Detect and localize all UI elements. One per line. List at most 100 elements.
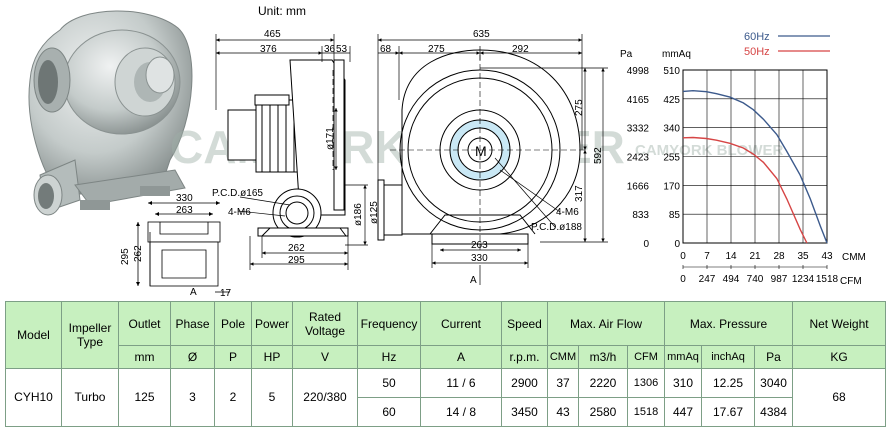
cell-speed: 3450: [501, 396, 548, 428]
cell-impeller: Turbo: [61, 367, 119, 428]
unit-power: HP: [251, 345, 293, 369]
dim-side-275: 275: [428, 44, 445, 55]
dim-foot-A: A: [190, 287, 197, 298]
chart-x-bottom-tick: 0: [680, 274, 686, 285]
chart-x-bottom-tick: 247: [699, 274, 716, 285]
unit-m3h: m3/h: [578, 345, 628, 369]
chart-y-left-tick: 833: [632, 210, 649, 221]
header-outlet: Outlet: [118, 300, 171, 347]
unit-voltage: V: [292, 345, 358, 369]
dim-376: 376: [260, 44, 277, 55]
dim-pcd188: P.C.D.ø188: [531, 222, 582, 233]
chart-x-bottom-tick: 987: [771, 274, 788, 285]
dim-263: 263: [471, 240, 488, 251]
unit-current: A: [420, 345, 502, 369]
dim-262: 262: [288, 243, 305, 254]
dim-front-4m6: 4-M6: [228, 207, 251, 218]
chart-y-left-tick: 1666: [627, 181, 650, 192]
dim-171: ø171: [325, 127, 336, 150]
dim-side-r275: 275: [574, 99, 585, 116]
dim-36: 36: [324, 44, 336, 55]
cell-inchaq: 12.25: [701, 367, 756, 398]
chart-y-right-tick: 170: [663, 181, 680, 192]
dim-side-330: 330: [471, 253, 488, 264]
units-row: mm Ø P HP V Hz A r.p.m. CMM m3/h CFM mmA…: [6, 345, 887, 369]
legend-50hz: 50Hz: [744, 46, 770, 58]
unit-inchaq: inchAq: [701, 345, 756, 369]
chart-y-right-tick: 255: [663, 153, 680, 164]
unit-mmaq: mmAq: [664, 345, 703, 369]
header-model: Model: [5, 301, 62, 369]
cell-cfm: 1518: [626, 396, 666, 428]
dim-foot-330: 330: [176, 193, 193, 204]
dim-317: 317: [574, 185, 585, 202]
chart-y-left-tick: 4998: [627, 66, 650, 77]
cell-cmm: 37: [547, 367, 579, 398]
dim-295: 295: [288, 255, 305, 266]
cell-frequency: 50: [357, 367, 421, 398]
drawings-area: CAMYORK BLOWER CAMYORK BLOWER Unit: mm: [28, 4, 866, 299]
dim-635: 635: [473, 29, 490, 40]
header-row: Model Impeller Type Outlet Phase Pole Po…: [5, 300, 887, 369]
cell-power: 5: [251, 367, 293, 428]
cell-pole: 2: [214, 367, 252, 428]
front-view-drawing: [227, 59, 349, 238]
unit-cmm: CMM: [547, 345, 579, 369]
chart-x-bottom-tick: 740: [747, 274, 764, 285]
side-view-drawing: M: [377, 49, 585, 250]
dim-foot-263: 263: [176, 205, 193, 216]
dim-68: 68: [380, 44, 392, 55]
cell-cfm: 1306: [626, 367, 666, 398]
cell-inchaq: 17.67: [701, 396, 756, 428]
unit-label: Unit: mm: [258, 4, 306, 18]
unit-pa: Pa: [754, 345, 794, 369]
chart-series: [682, 89, 828, 244]
header-phase: Phase: [170, 300, 215, 347]
cell-phase: 3: [170, 367, 215, 428]
technical-drawings: CAMYORK BLOWER CAMYORK BLOWER Unit: mm: [28, 4, 866, 299]
dim-292: 292: [512, 44, 529, 55]
chart-legend: 60Hz 50Hz: [744, 31, 830, 58]
table-row: 60 14 / 8 3450 43 2580 1518 447 17.67 43…: [6, 396, 886, 428]
chart-y-left-tick: 3332: [627, 124, 650, 135]
dim-foot-295: 295: [120, 248, 131, 265]
cell-pa: 4384: [754, 396, 794, 428]
chart-x-top-tick: 35: [797, 251, 809, 262]
unit-frequency: Hz: [357, 345, 421, 369]
spec-table: Model Impeller Type Outlet Phase Pole Po…: [5, 300, 887, 428]
legend-60hz: 60Hz: [744, 31, 770, 43]
unit-outlet: mm: [118, 345, 171, 369]
series-line-50hz: [682, 136, 808, 244]
header-speed: Speed: [501, 300, 548, 347]
chart-y-left-tick: 2423: [627, 153, 650, 164]
chart-x-top-tick: 14: [725, 251, 737, 262]
blower-photo: [28, 10, 193, 216]
dim-125: ø125: [369, 201, 380, 224]
cell-pa: 3040: [754, 367, 794, 398]
chart-x-top-tick: 28: [773, 251, 785, 262]
cell-model: CYH10: [5, 367, 62, 428]
series-line-60hz: [682, 89, 828, 244]
chart-x-bottom-tick: 1518: [816, 274, 839, 285]
header-airflow: Max. Air Flow: [546, 300, 666, 347]
chart-x-bottom-label: CFM: [840, 276, 862, 287]
chart-x-top-tick: 0: [680, 251, 686, 262]
header-current: Current: [420, 300, 502, 347]
header-weight: Net Weight: [792, 300, 887, 347]
dim-592: 592: [593, 147, 604, 164]
cell-m3h: 2220: [578, 367, 628, 398]
unit-cfm: CFM: [626, 345, 666, 369]
dim-186: ø186: [353, 203, 364, 226]
front-view-dimensions: [215, 34, 382, 270]
header-impeller: Impeller Type: [61, 301, 119, 369]
chart-x-bottom-tick: 1234: [792, 274, 815, 285]
dim-53: 53: [336, 44, 348, 55]
header-power: Power: [251, 300, 293, 347]
chart-y-right-tick: 510: [663, 66, 680, 77]
chart-y-right-tick: 85: [669, 210, 681, 221]
cell-current: 11 / 6: [420, 367, 502, 398]
unit-pole: P: [214, 345, 252, 369]
cell-cmm: 43: [547, 396, 579, 428]
